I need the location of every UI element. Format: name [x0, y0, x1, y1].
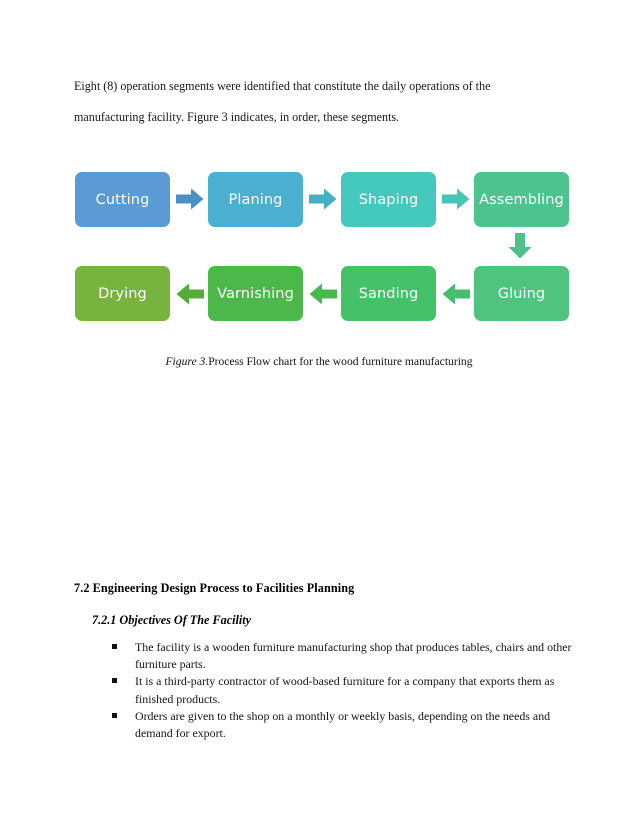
- arrow-left-icon-gluing-to-sanding: [442, 283, 470, 305]
- intro-line-2: manufacturing facility. Figure 3 indicat…: [74, 110, 400, 124]
- arrow-right-icon-shaping-to-assembling: [442, 188, 470, 210]
- arrow-left-icon-sanding-to-varnishing: [309, 283, 337, 305]
- flow-node-label: Planing: [228, 191, 283, 208]
- flow-node-assembling[interactable]: Assembling: [474, 172, 569, 227]
- square-bullet-icon: [112, 712, 117, 718]
- list-item-text: The facility is a wooden furniture manuf…: [135, 640, 572, 672]
- flow-node-sanding[interactable]: Sanding: [341, 266, 436, 321]
- list-item: It is a third-party contractor of wood-b…: [110, 673, 575, 707]
- list-item: Orders are given to the shop on a monthl…: [110, 708, 575, 742]
- flow-node-label: Assembling: [479, 191, 564, 208]
- figure-caption: Figure 3.Process Flow chart for the wood…: [74, 355, 564, 368]
- arrow-left-icon-varnishing-to-drying: [176, 283, 204, 305]
- arrow-right-icon-planing-to-shaping: [309, 188, 337, 210]
- objectives-list: The facility is a wooden furniture manuf…: [110, 639, 575, 742]
- flow-node-label: Cutting: [95, 191, 150, 208]
- flow-node-gluing[interactable]: Gluing: [474, 266, 569, 321]
- flow-node-label: Gluing: [497, 285, 546, 302]
- flow-node-label: Drying: [98, 285, 147, 302]
- figure-caption-text: Process Flow chart for the wood furnitur…: [208, 355, 473, 368]
- section-heading-7-2-1: 7.2.1 Objectives Of The Facility: [92, 613, 252, 627]
- section-heading-7-2: 7.2 Engineering Design Process to Facili…: [74, 581, 355, 595]
- list-item: The facility is a wooden furniture manuf…: [110, 639, 575, 673]
- flow-node-label: Shaping: [358, 191, 419, 208]
- flow-node-shaping[interactable]: Shaping: [341, 172, 436, 227]
- square-bullet-icon: [112, 644, 117, 649]
- flow-node-label: Varnishing: [217, 285, 294, 302]
- flow-node-cutting[interactable]: Cutting: [75, 172, 170, 227]
- list-item-text: Orders are given to the shop on a monthl…: [135, 708, 551, 741]
- flow-node-varnishing[interactable]: Varnishing: [208, 266, 303, 321]
- flow-node-drying[interactable]: Drying: [75, 266, 170, 321]
- intro-line-1: Eight (8) operation segments were identi…: [74, 79, 491, 93]
- intro-paragraph: Eight (8) operation segments were identi…: [74, 71, 564, 133]
- arrow-right-icon-cutting-to-planing: [176, 188, 204, 210]
- flow-node-label: Sanding: [358, 285, 419, 302]
- arrow-down-icon-assembling-to-gluing: [508, 233, 532, 259]
- figure-caption-label: Figure 3.: [165, 355, 209, 368]
- flow-node-planing[interactable]: Planing: [208, 172, 303, 227]
- square-bullet-icon: [112, 678, 117, 684]
- list-item-text: It is a third-party contractor of wood-b…: [135, 674, 555, 706]
